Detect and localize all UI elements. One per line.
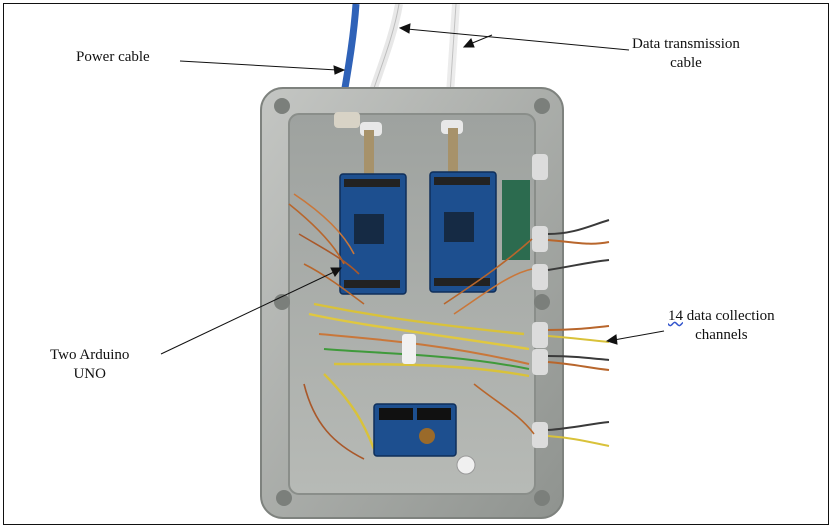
figure-frame: Power cable Data transmission cable Two … (3, 3, 829, 525)
label-arduino-line1: Two Arduino (50, 347, 130, 363)
label-channels-line2: channels (695, 327, 748, 343)
annotation-arrows (160, 23, 665, 355)
label-data-line2: cable (670, 55, 702, 71)
zip-tie (402, 334, 416, 364)
label-power-cable: Power cable (76, 48, 150, 67)
label-arduino-line2: UNO (73, 366, 106, 382)
data-cable-wire (368, 4, 460, 96)
photo-enclosure (160, 4, 665, 519)
label-data-transmission-cable: Data transmission cable (632, 35, 740, 73)
label-data-line1: Data transmission (632, 36, 740, 52)
label-channels-number: 14 (668, 308, 683, 324)
label-channels-line1: data collection (683, 308, 775, 324)
label-power-cable-text: Power cable (76, 49, 150, 65)
arduino-boards (339, 171, 530, 295)
dc-converter-board (373, 403, 476, 475)
label-data-channels: 14 data collection channels (668, 307, 775, 345)
label-arduino: Two Arduino UNO (50, 346, 129, 384)
antenna-modules (364, 128, 458, 178)
external-sensor-cables (547, 219, 610, 447)
